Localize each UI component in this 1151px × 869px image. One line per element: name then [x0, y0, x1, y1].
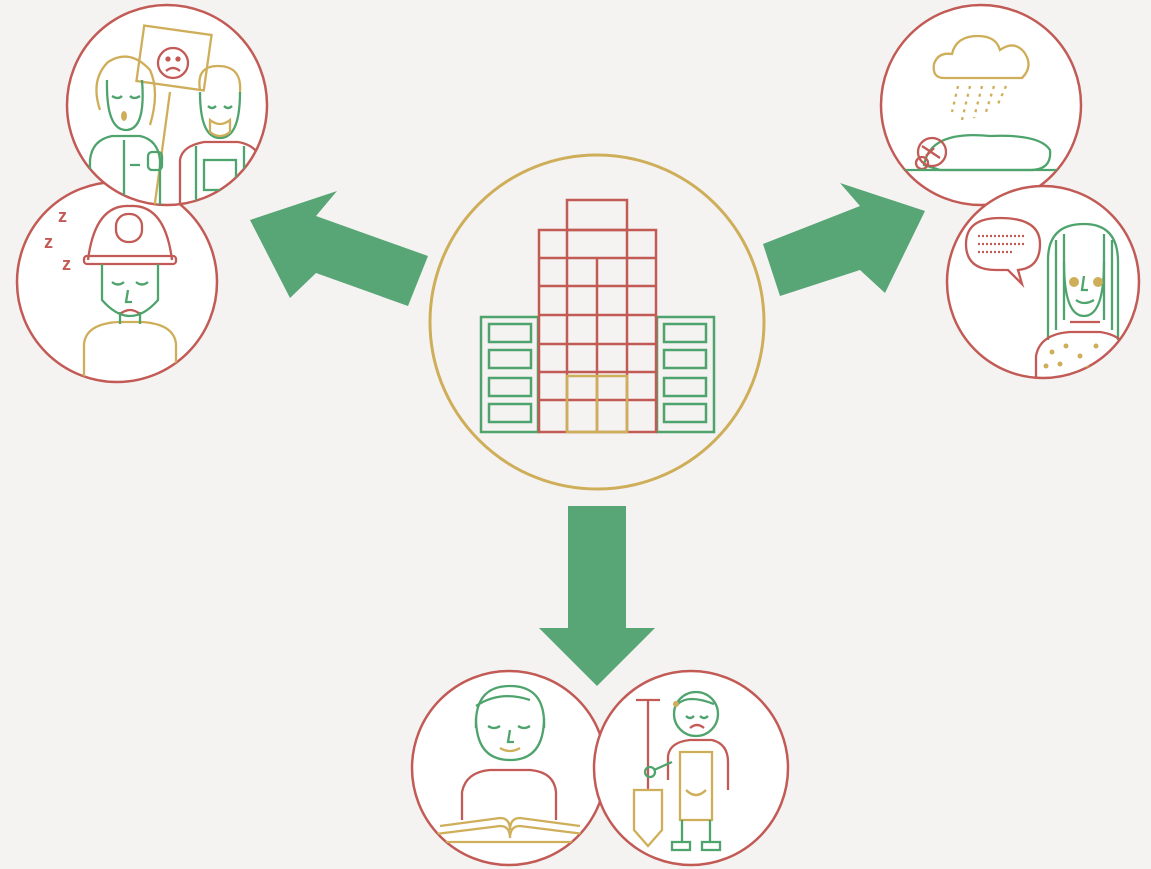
- tired-gardener-illustration: [592, 669, 790, 867]
- speech-bubble-icon: [964, 216, 1042, 288]
- svg-text:z: z: [62, 254, 71, 274]
- svg-text:z: z: [58, 206, 67, 226]
- woman-speaking-illustration: [945, 184, 1141, 380]
- boy-reading-illustration: [410, 669, 608, 867]
- svg-text:z: z: [44, 232, 53, 252]
- arrows: [250, 183, 925, 686]
- protesters-illustration: [65, 3, 269, 207]
- arrow-down: [539, 506, 655, 686]
- center-building: [428, 153, 766, 491]
- rain-cloud-icon: [932, 34, 1030, 80]
- sad-face-sign-icon: [135, 24, 213, 205]
- office-building-icon: [479, 198, 716, 434]
- arrow-up-left: [250, 191, 428, 306]
- sleeping-miner-illustration: z z z: [15, 180, 219, 384]
- arrow-up-right: [763, 183, 925, 296]
- shovel-icon: [632, 698, 664, 848]
- sleeping-in-rain-illustration: [879, 3, 1083, 207]
- building-circle: [428, 153, 766, 491]
- sleep-z-icon: z z z: [44, 206, 71, 274]
